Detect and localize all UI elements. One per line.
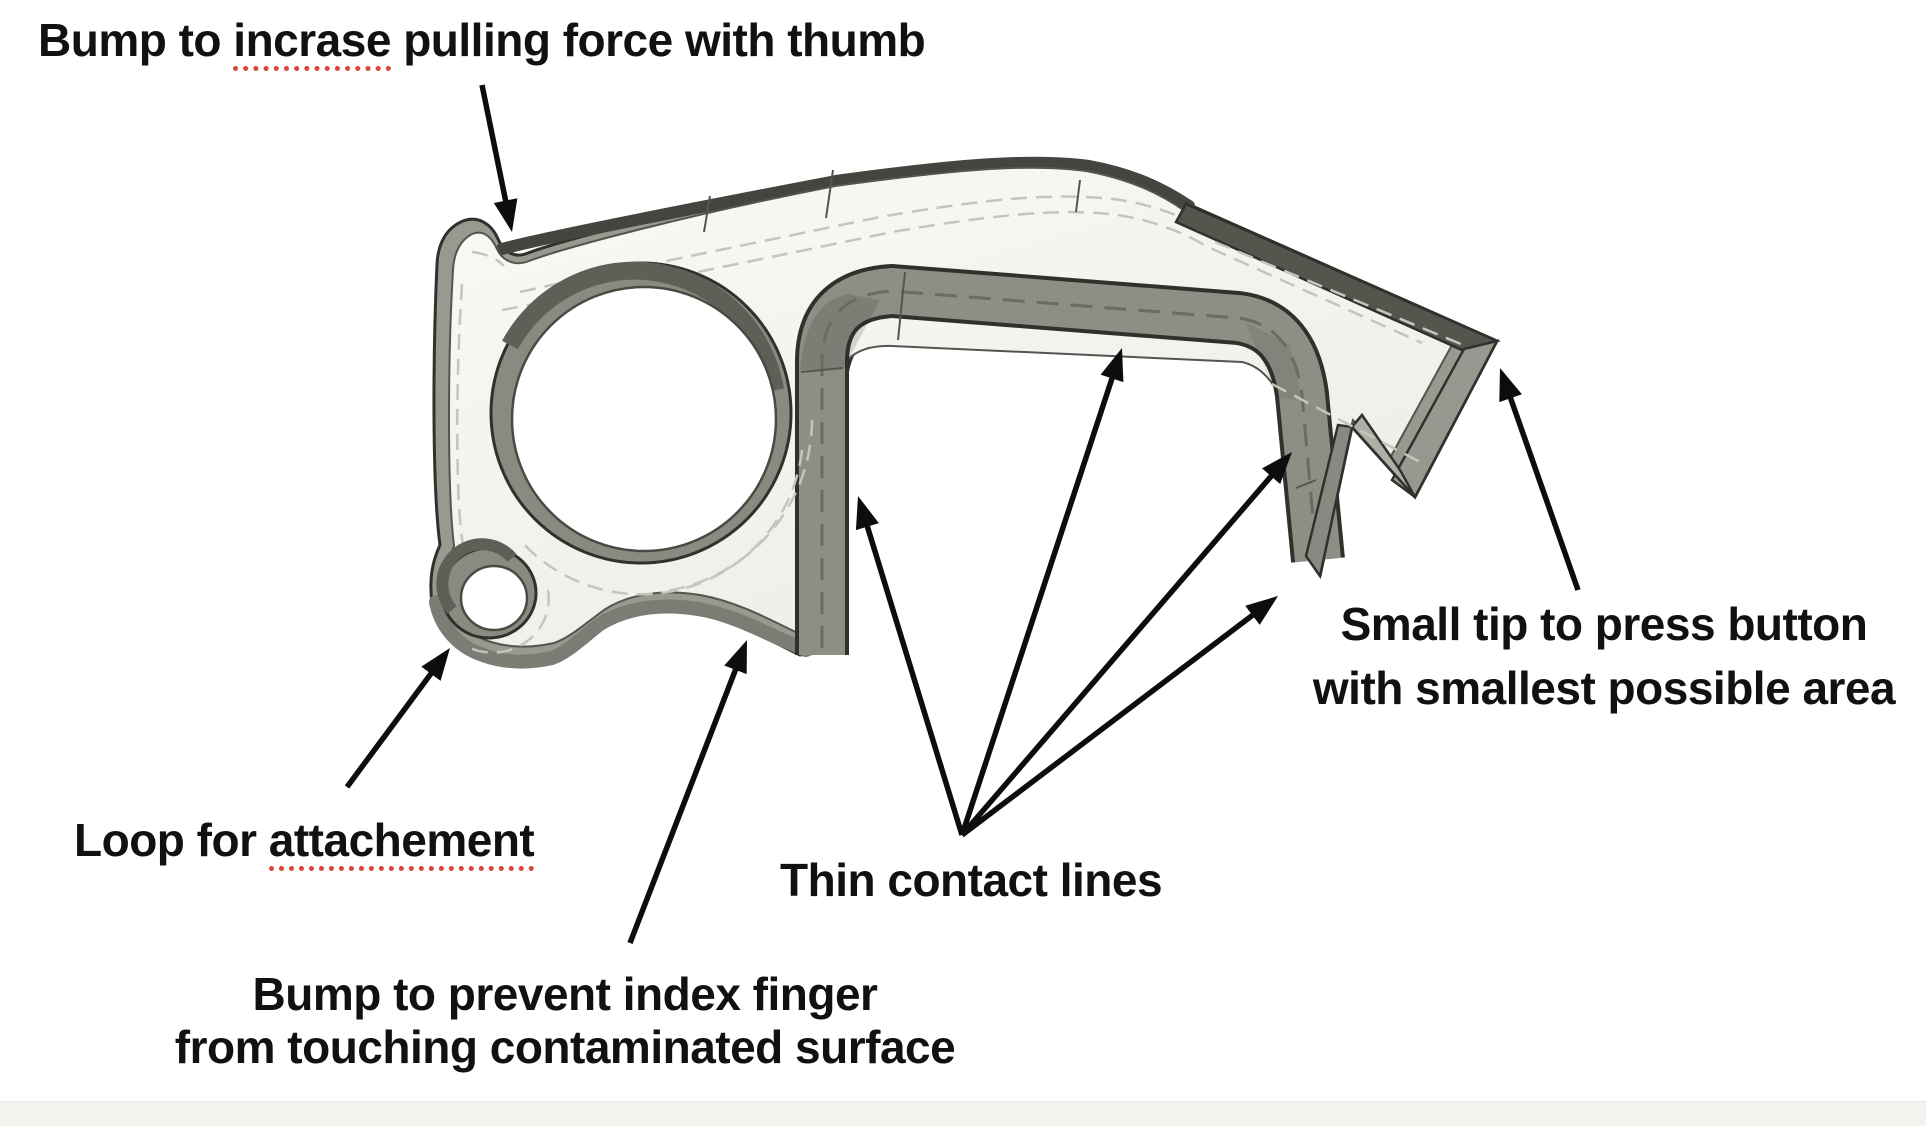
contact-arrow-2 (959, 369, 1118, 836)
annotation-text-line1: Small tip to press button (1340, 598, 1868, 650)
bottom-edge-strip (0, 1101, 1926, 1126)
bottom-edge (429, 595, 813, 669)
annotation-text: Thin contact lines (780, 854, 1163, 906)
annotation-text-line2: from touching contaminated surface (174, 1021, 956, 1073)
contact-arrow-3-head (1262, 452, 1292, 485)
thumb-hole (489, 261, 814, 596)
misspelled-word: attachement (268, 814, 535, 871)
small-tip-arrow-head (1499, 368, 1522, 403)
loop-arrow-head (421, 648, 450, 681)
contact-arrow-4 (960, 608, 1261, 838)
pointed-tip (1174, 202, 1501, 580)
annotation-thumb-bump: Bump to incrase pulling force with thumb (38, 12, 926, 71)
tip-top-bevel (1174, 202, 1501, 352)
annotation-small-tip: Small tip to press button with smallest … (1280, 592, 1926, 720)
loop-opening (459, 564, 529, 632)
tip-right-bevel (1390, 339, 1500, 499)
loop-arrow (344, 665, 438, 789)
annotation-text-line2: with smallest possible area (1312, 662, 1896, 714)
contact-arrow-3 (959, 468, 1279, 837)
annotation-loop: Loop for attachement (74, 812, 535, 871)
annotation-index-bump: Bump to prevent index finger from touchi… (35, 968, 1095, 1074)
thumb-bump-arrow-head (493, 198, 518, 232)
annotation-contact-lines: Thin contact lines (780, 852, 1163, 908)
contact-arrow-1-head (855, 496, 879, 531)
thumb-bump-arrow (479, 84, 510, 210)
channel-corner-shading-right (1245, 322, 1302, 400)
annotation-text-line1: Bump to prevent index finger (252, 968, 878, 1020)
annotation-text: Bump to (38, 14, 234, 66)
contact-arrow-2-head (1100, 348, 1124, 383)
annotation-arrows (344, 84, 1581, 944)
misspelled-word: incrase (233, 14, 391, 71)
channel-corner-shading (800, 294, 880, 370)
small-tip-arrow (1505, 389, 1581, 591)
segment-ticks (703, 169, 1317, 489)
annotation-text: Loop for (74, 814, 269, 866)
attachment-loop-hole (436, 538, 550, 654)
index-bump-arrow (627, 661, 741, 944)
hook-channel (795, 263, 1345, 655)
contact-arrow-1 (862, 518, 965, 836)
contact-arrow-4-head (1245, 596, 1278, 625)
tip-notch-bevel-left (1304, 423, 1354, 580)
annotation-text: pulling force with thumb (390, 14, 926, 66)
thumb-hole-opening (510, 285, 778, 553)
top-edge (496, 156, 1195, 255)
index-bump-arrow-head (724, 640, 747, 675)
